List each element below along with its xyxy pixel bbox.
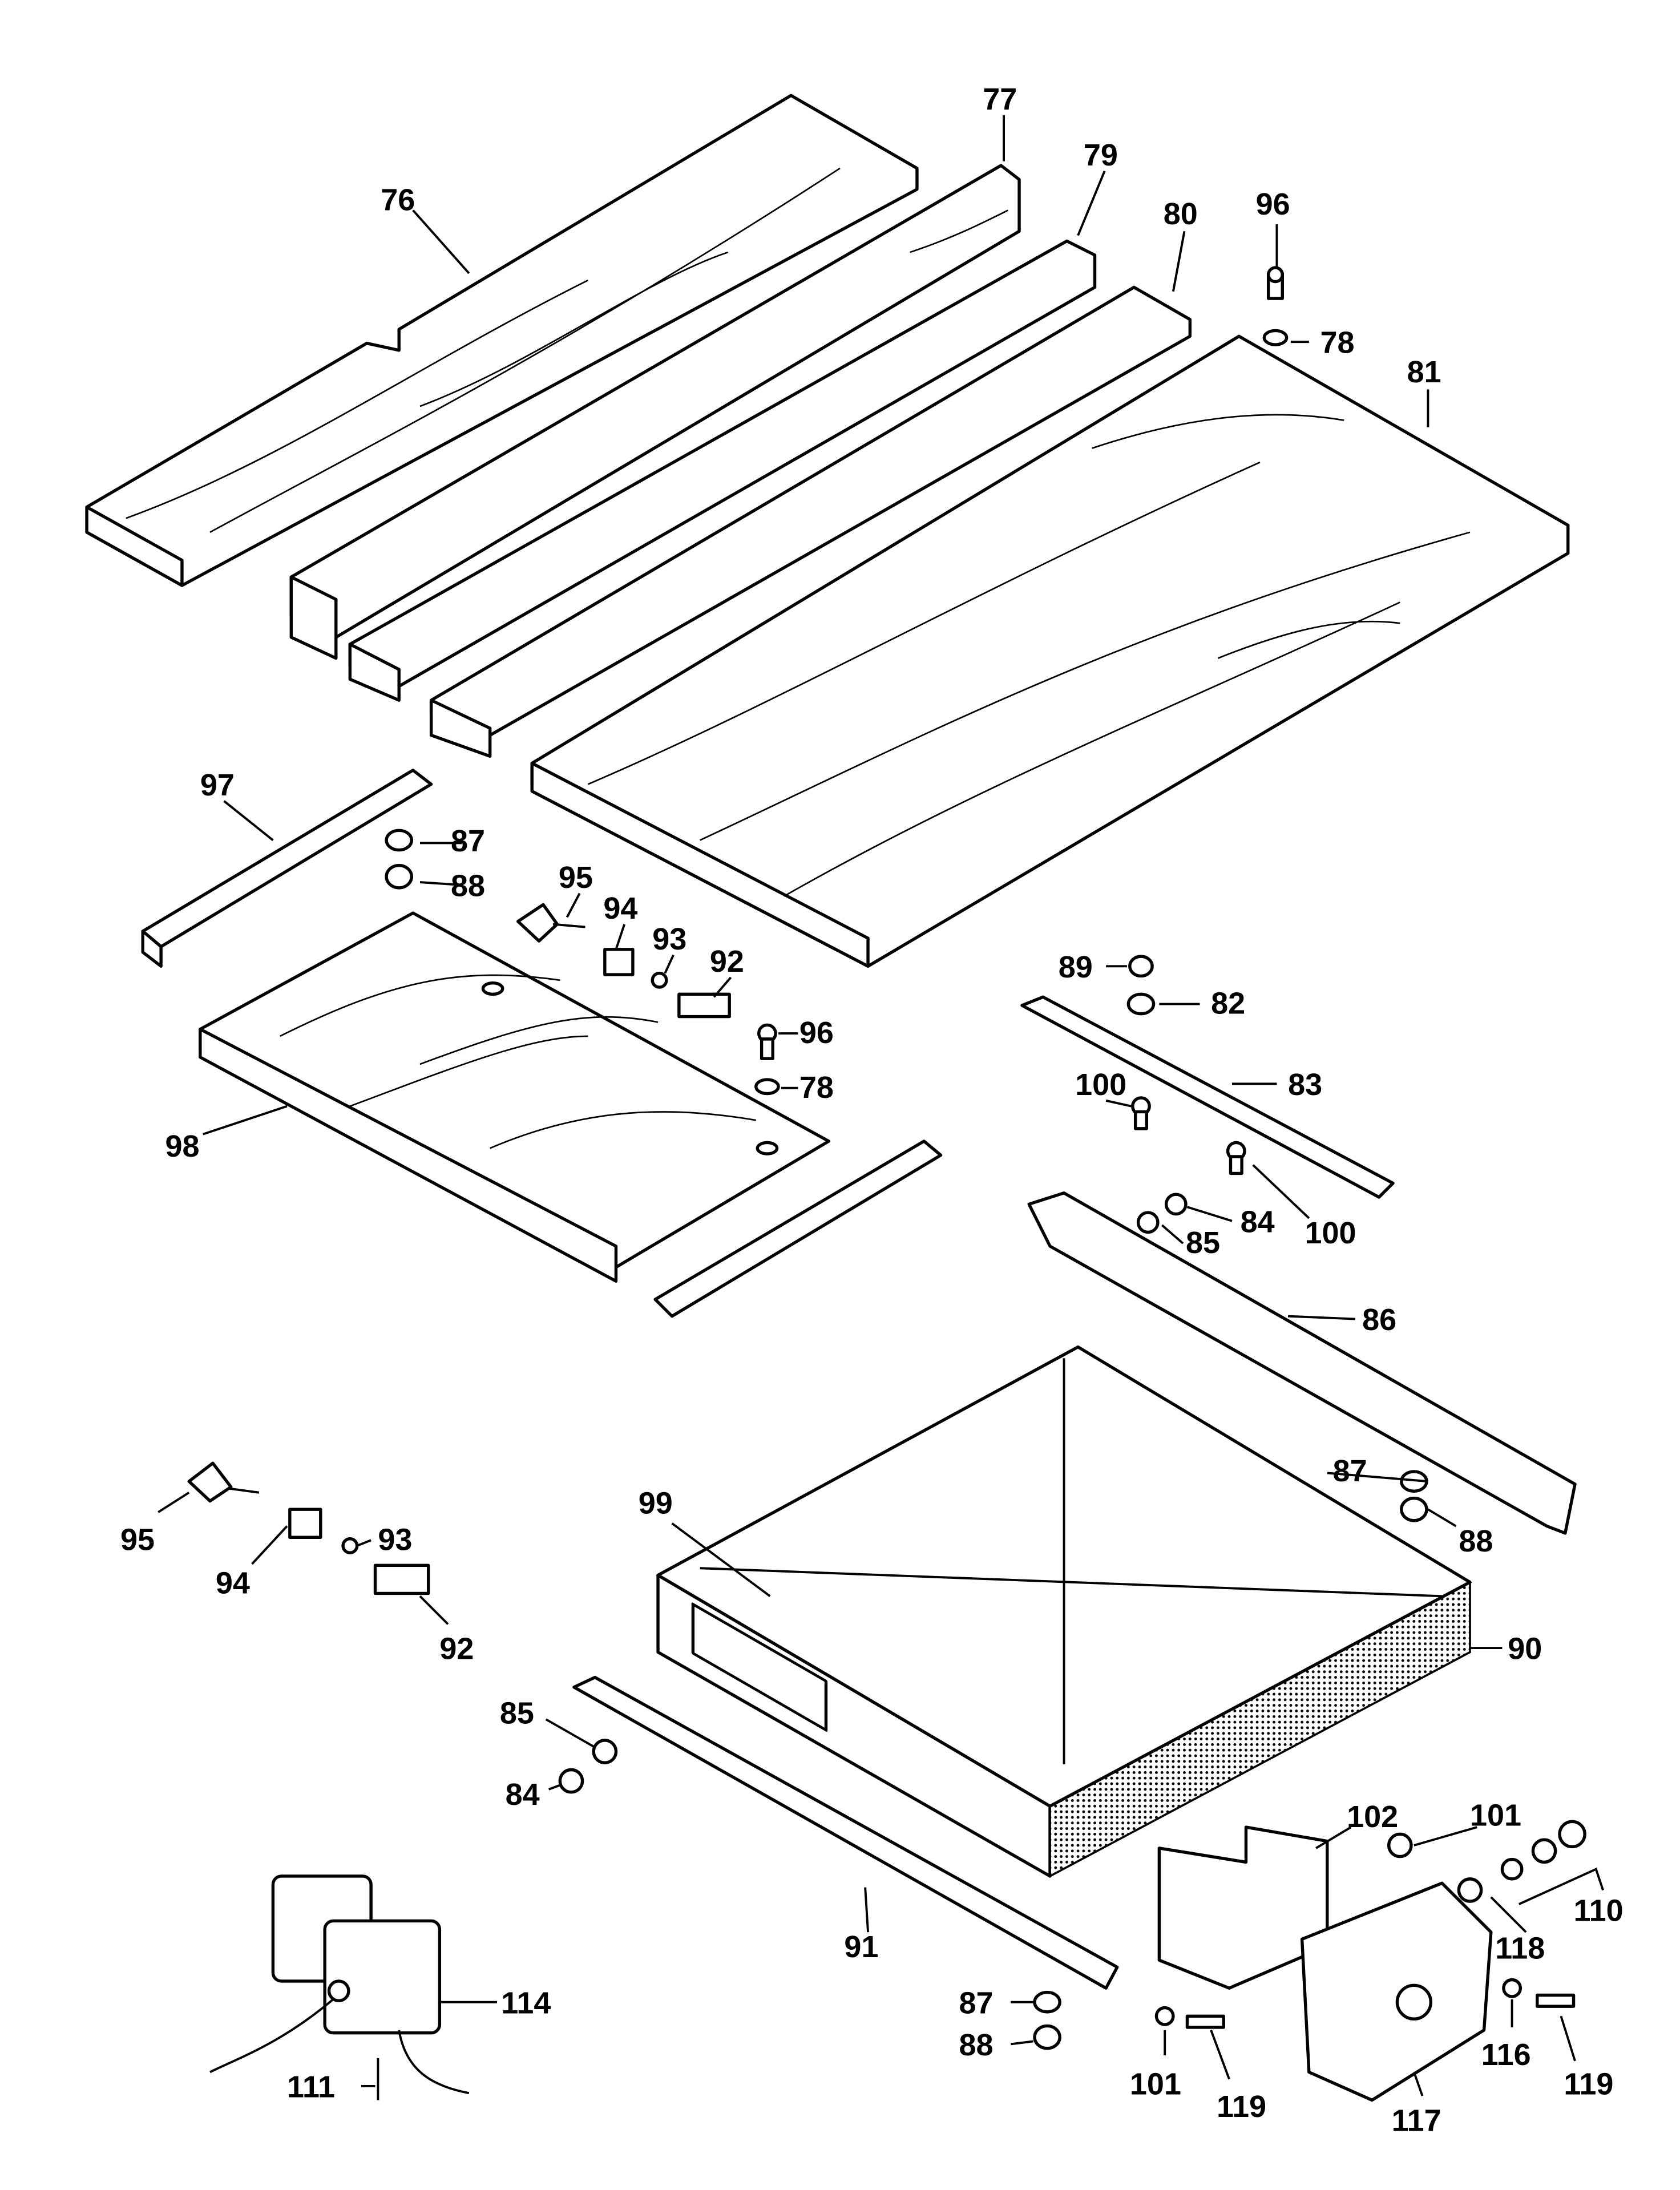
washer-85-right: [1136, 1211, 1160, 1234]
callout-84: 84: [1241, 1205, 1275, 1239]
callout-117: 117: [1392, 2103, 1441, 2138]
callout-110: 110: [1574, 1893, 1624, 1928]
callout-87b: 87: [1333, 1454, 1367, 1488]
callout-87c: 87: [959, 1986, 994, 2020]
callout-96b: 96: [799, 1016, 834, 1050]
washer-93: [651, 971, 668, 989]
washer-78-mid: [754, 1078, 780, 1096]
callout-92b: 92: [439, 1632, 474, 1666]
callout-79: 79: [1084, 138, 1118, 172]
stand-frame-90: [656, 1345, 1472, 1878]
extrusion-lower: [653, 1140, 943, 1318]
washer-101-bottom: [1154, 2006, 1175, 2026]
callout-100: 100: [1075, 1068, 1126, 1102]
callout-92: 92: [710, 944, 744, 979]
callout-94b: 94: [216, 1566, 250, 1600]
callout-116: 116: [1481, 2038, 1531, 2072]
bolt-100-a: [1131, 1096, 1151, 1130]
callout-88c: 88: [959, 2028, 994, 2062]
washer-116: [1502, 1978, 1522, 1998]
callout-labels: 76 77 79 80 96 78 81 97 87 88 95 94 93 9…: [120, 82, 1624, 2138]
washer-93-lower: [341, 1537, 359, 1554]
rail-86: [1027, 1191, 1577, 1535]
callout-76: 76: [381, 183, 415, 217]
washer-85-left: [592, 1739, 618, 1764]
extension-board-98: [199, 911, 831, 1283]
table-rail-80: [429, 285, 1192, 758]
bracket-102: [1157, 1825, 1329, 1990]
nut-88-right: [1400, 1496, 1428, 1522]
nut-101-right: [1387, 1832, 1413, 1858]
housing-117: [1300, 1881, 1493, 2102]
callout-85b: 85: [500, 1696, 534, 1731]
washer-78-top: [1262, 329, 1289, 346]
callout-80: 80: [1164, 197, 1198, 231]
callout-118: 118: [1495, 1932, 1545, 1966]
bolt-119-a: [1185, 2014, 1225, 2029]
callout-83: 83: [1288, 1068, 1322, 1102]
nut-82: [1126, 992, 1156, 1016]
callout-86: 86: [1362, 1303, 1396, 1337]
clamp-94-lower: [288, 1508, 322, 1539]
nut-87-left: [385, 829, 413, 852]
callout-93b: 93: [378, 1522, 412, 1557]
block-92-lower: [373, 1563, 430, 1595]
nut-89: [1128, 955, 1154, 978]
bolt-119-b: [1536, 1993, 1576, 2008]
callout-82: 82: [1211, 987, 1245, 1021]
callout-101b: 101: [1130, 2067, 1181, 2102]
table-rail-77: [289, 164, 1021, 660]
leader-lines: [158, 115, 1604, 2096]
callout-96: 96: [1256, 187, 1290, 221]
table-top-81: [530, 334, 1570, 968]
fitting-118: [1457, 1877, 1483, 1903]
knob-95-lower: [187, 1461, 260, 1503]
rail-91: [572, 1675, 1119, 1990]
callout-114: 114: [501, 1986, 551, 2020]
screw-96-top: [1267, 266, 1284, 300]
callout-102: 102: [1347, 1800, 1398, 1834]
table-board-76: [85, 94, 919, 587]
nut-84-left: [558, 1768, 584, 1794]
callout-87: 87: [451, 824, 485, 858]
knob-95: [516, 903, 585, 943]
block-92: [677, 992, 731, 1019]
callout-95b: 95: [120, 1522, 155, 1557]
callout-78: 78: [1320, 326, 1354, 360]
callout-91: 91: [844, 1930, 878, 1964]
callout-88: 88: [451, 869, 485, 903]
table-rail-79: [348, 239, 1097, 702]
clamp-94: [603, 948, 635, 976]
bar-83: [1020, 995, 1395, 1199]
nut-88-left: [385, 863, 413, 890]
switch-box-114: [209, 1874, 470, 2095]
extrusion-97: [141, 769, 433, 968]
callout-94: 94: [603, 891, 637, 926]
callout-85: 85: [1186, 1226, 1220, 1260]
callout-84b: 84: [506, 1777, 540, 1812]
callout-93: 93: [652, 922, 686, 956]
callout-98: 98: [165, 1129, 199, 1163]
callout-78b: 78: [799, 1070, 834, 1105]
callout-97: 97: [200, 768, 235, 802]
callout-101: 101: [1470, 1799, 1521, 1833]
bolt-100-b: [1226, 1141, 1246, 1175]
callout-99: 99: [639, 1486, 673, 1521]
nut-84-right: [1164, 1193, 1188, 1216]
callout-95: 95: [559, 860, 593, 895]
callout-90: 90: [1508, 1632, 1542, 1666]
callout-119b: 119: [1564, 2067, 1613, 2102]
screw-96-mid: [757, 1023, 777, 1060]
callout-111: 111: [287, 2070, 335, 2104]
callout-88b: 88: [1459, 1524, 1493, 1558]
callout-100b: 100: [1305, 1216, 1356, 1250]
callout-77: 77: [983, 82, 1017, 116]
callout-81: 81: [1407, 355, 1441, 389]
nut-88-bottom: [1033, 2024, 1061, 2050]
nut-87-bottom: [1033, 1990, 1061, 2014]
callout-89: 89: [1059, 950, 1093, 984]
fittings-110: [1500, 1820, 1586, 1881]
callout-119: 119: [1217, 2090, 1266, 2124]
